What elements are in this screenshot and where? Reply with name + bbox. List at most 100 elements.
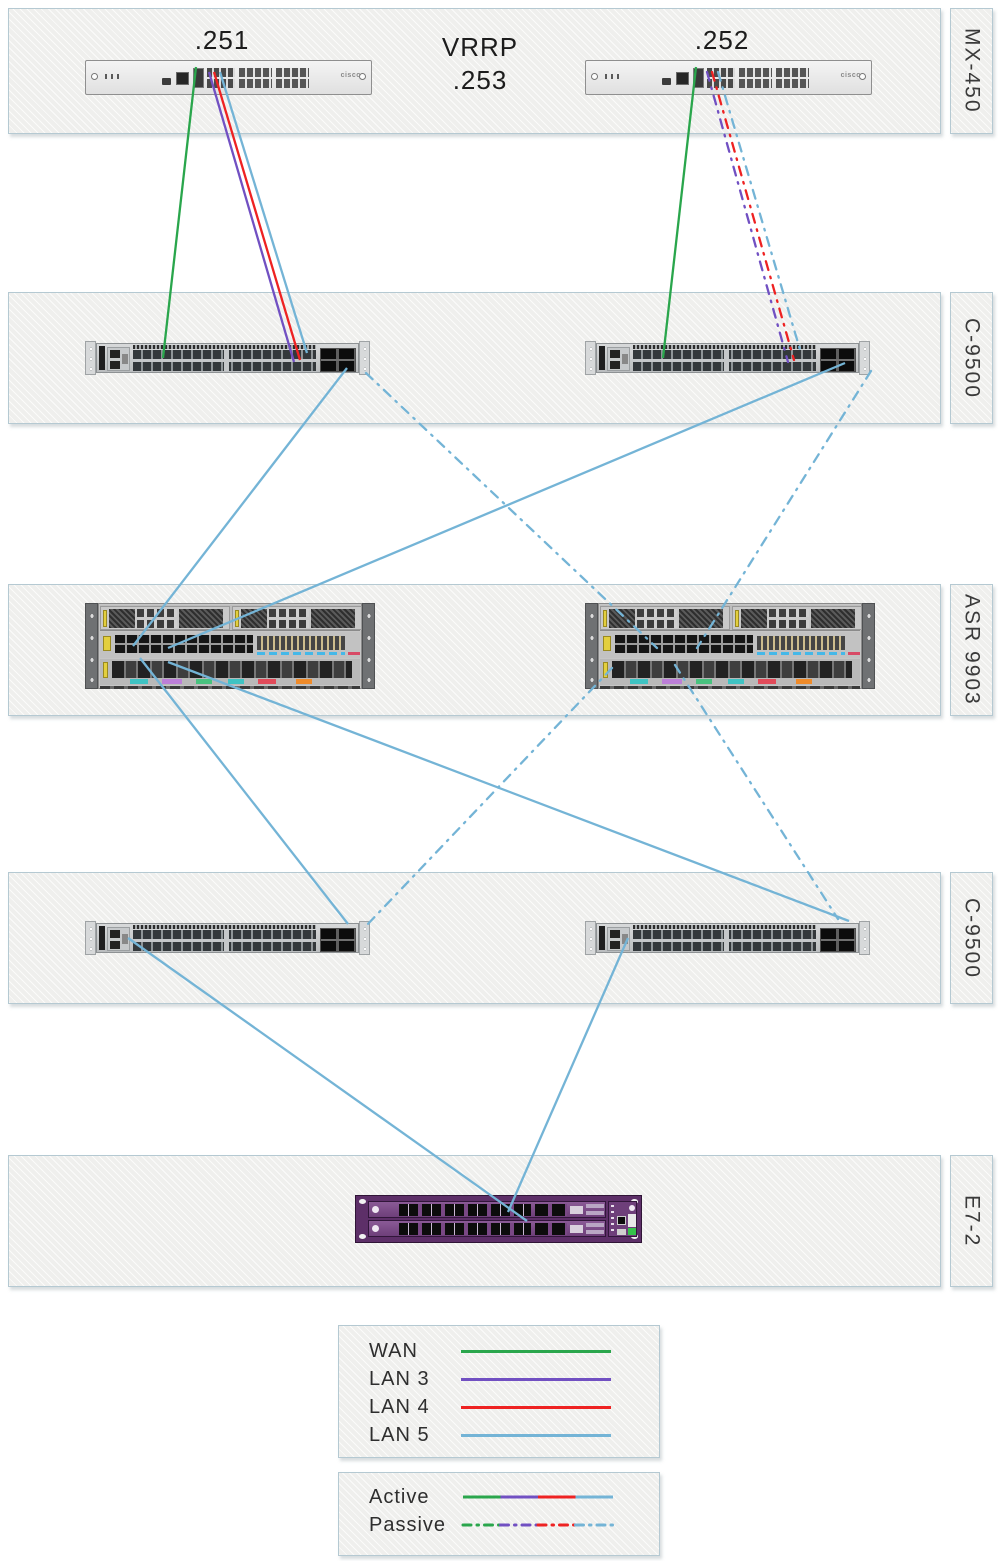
port-row [739,79,772,88]
legend-label: Passive [369,1513,447,1536]
sfp-port-group [757,636,845,650]
supervisor-card [100,605,362,631]
e7-2 [355,1195,642,1243]
port-row [239,79,272,88]
port-row [207,68,235,77]
wan-port [193,68,204,88]
ejector [103,610,107,627]
vent-mesh [609,609,635,628]
asr9903-right [585,603,875,689]
power-strip [100,686,360,689]
vrrp-title: VRRP [441,32,519,62]
port-group-label [296,679,312,684]
port-group-label [796,679,812,684]
chassis [98,603,362,689]
port-row [276,79,309,88]
port-row [776,68,809,77]
screw [91,73,98,80]
ejector [603,662,608,678]
ejector [103,662,108,678]
legend-swatch-lan5 [461,1433,611,1437]
latch [617,1229,626,1235]
rack-ear [85,921,96,955]
mgmt-ports [607,927,630,951]
vent-mesh [311,609,355,628]
legend-label: Active [369,1485,430,1508]
line-card [100,659,360,685]
port-row [707,68,735,77]
legend-label: LAN 3 [369,1367,430,1390]
uplink-ports [320,928,356,952]
uplink-ports [535,1223,567,1235]
vent-strip [133,345,316,349]
asr9903-left [85,603,375,689]
line-card [368,1201,606,1218]
mgmt-ports [107,927,130,951]
port-group-label [758,679,776,684]
chassis [596,343,859,373]
mx-left-ip-label: .251 [194,25,250,55]
port-group-label [662,679,682,684]
port-group-label [130,679,148,684]
band-label-c9500-bottom: C-9500 [950,872,993,1004]
rack-ear [585,603,598,689]
supervisor-card [600,605,862,631]
legend-item-lan5: LAN 5 [339,1421,659,1449]
c9500-top-left [85,341,370,375]
latch [599,926,605,950]
screw [359,1199,366,1204]
port-group-label [728,679,744,684]
uplink-ports [820,348,856,372]
legend-item-lan3: LAN 3 [339,1365,659,1393]
rsp-module [600,606,730,630]
port-row [776,79,809,88]
band-label-text: MX-450 [960,28,984,114]
blank-slots [586,1223,604,1235]
rack-ear [85,603,98,689]
port-group-label [696,679,712,684]
rj45-port-group [207,68,235,88]
band-label-text: C-9500 [960,317,984,399]
vrrp-ip-label: .253 [452,65,508,95]
rsp-module [100,606,230,630]
band-label-text: C-9500 [960,897,984,979]
vent-strip [133,925,316,929]
mgmt-ports [107,347,130,371]
rj45-port-group [707,68,735,88]
c9500-bottom-right [585,921,870,955]
latch [599,346,605,370]
chassis [96,343,359,373]
rack-ear [85,341,96,375]
c9500-bottom-left [85,921,370,955]
vrrp-label: VRRP .253 [415,31,545,97]
rj45-port-row [399,1223,531,1235]
vent-strip [633,925,816,929]
qsfp-port-row [615,635,753,653]
model-label [570,1206,583,1214]
mx450-left: cisco [85,60,372,95]
mx450-right: cisco [585,60,872,95]
rack-ear [859,921,870,955]
vendor-logo [372,1206,379,1213]
mgmt-port [676,72,689,85]
line-card [600,632,860,658]
sfp-port-group [276,68,309,88]
ejector [735,610,739,627]
mgmt-ports [607,347,630,371]
port-label-strip [757,652,845,655]
port-group-label [196,679,212,684]
screw [859,73,866,80]
uplink-ports [320,348,356,372]
latch [99,346,105,370]
model-label [570,1225,583,1233]
vent-mesh [679,609,723,628]
console-module [628,1214,636,1227]
legend-item-lan4: LAN 4 [339,1393,659,1421]
port-label-strip [848,652,860,655]
port-row [612,661,852,678]
uplink-ports [820,928,856,952]
mgmt-port [617,1216,626,1225]
mgmt-port [176,72,189,85]
band-label-text: E7-2 [960,1194,984,1248]
